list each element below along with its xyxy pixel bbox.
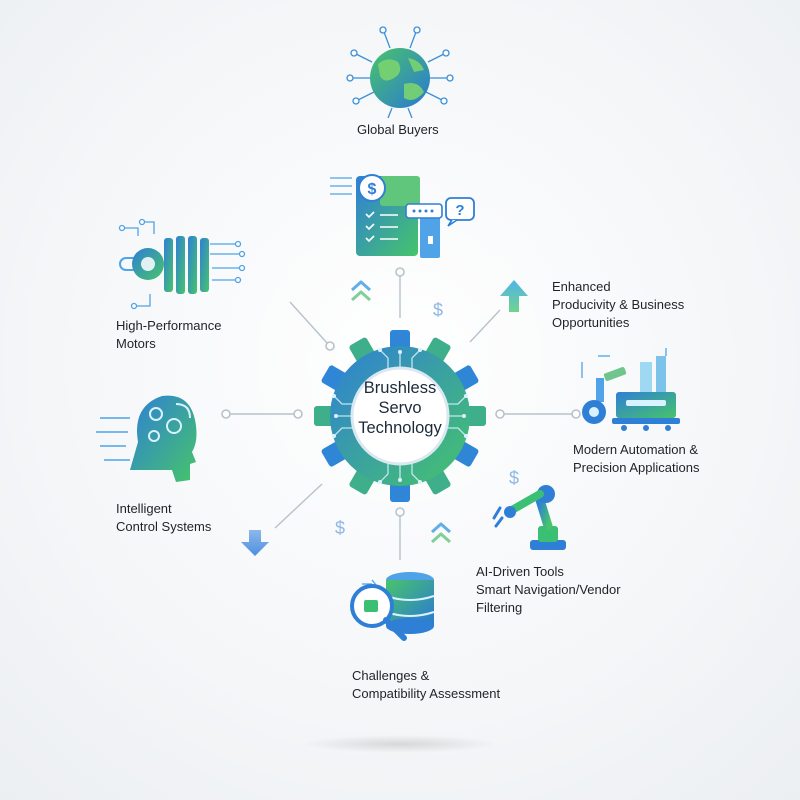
connector-upper-right: [469, 309, 501, 343]
dollar-icon: $: [433, 300, 443, 320]
chevron-up-icon: [351, 280, 371, 302]
node-label-global-buyers: Global Buyers: [357, 122, 439, 137]
gear-icon: [314, 330, 486, 502]
dollar-icon: $: [509, 468, 519, 488]
brain-head-icon: [96, 395, 197, 482]
node-label-enhanced-productivity: Enhanced Producivity & Business Opportun…: [552, 279, 685, 330]
connector-dot: [221, 409, 231, 419]
connector-dots: [221, 267, 581, 517]
connector-dot: [571, 409, 581, 419]
question-symbol: ?: [455, 202, 464, 219]
circuit-traces: [333, 349, 467, 483]
pricing-document-icon: $ ?: [330, 174, 475, 258]
dollar-symbol: $: [368, 181, 377, 198]
dollar-icon: $: [335, 518, 345, 538]
node-label-modern-automation: Modern Automation & Precision Applicatio…: [573, 442, 700, 475]
ground-shadow: [300, 735, 500, 753]
database-magnifier-icon: [350, 572, 435, 641]
connector-dot: [495, 409, 505, 419]
up-arrow-icon: [500, 280, 528, 312]
node-label-high-performance-motors: High-Performance Motors: [116, 318, 222, 351]
connector-dot: [395, 507, 405, 517]
node-label-intelligent-control: Intelligent Control Systems: [116, 501, 212, 534]
connector-lower-left: [274, 483, 323, 529]
factory-icon: [581, 348, 680, 431]
robot-arm-icon: [492, 485, 566, 550]
node-label-challenges: Challenges & Compatibility Assessment: [352, 668, 501, 701]
connector-lines: [226, 274, 576, 560]
connector-dot: [395, 267, 405, 277]
center-title: Brushless Servo Technology: [358, 379, 442, 437]
connector-dot: [293, 409, 303, 419]
globe-icon: [346, 26, 454, 119]
connector-upper-left: [289, 301, 329, 345]
motor-icon: [118, 218, 246, 310]
chevron-up-icon: [431, 522, 451, 544]
down-arrow-icon: [241, 530, 269, 556]
connector-dot: [325, 341, 335, 351]
node-label-ai-tools: AI-Driven Tools Smart Navigation/Vendor …: [476, 564, 621, 615]
